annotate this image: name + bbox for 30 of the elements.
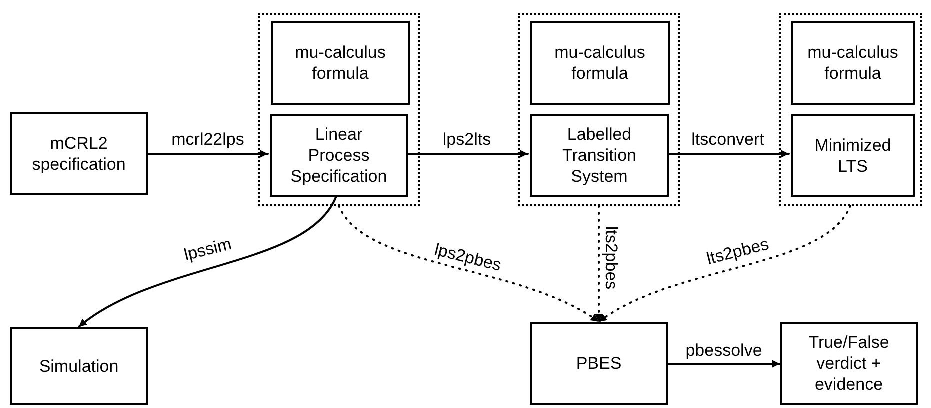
process-box: [530, 114, 669, 197]
arrow: [667, 360, 781, 368]
box-text: mu-calculus formula: [806, 42, 900, 84]
box-text: Labelled Transition System: [561, 124, 638, 187]
box-text: PBES: [575, 353, 623, 374]
box-text: Minimized LTS: [814, 134, 892, 176]
process-box: [530, 21, 670, 105]
edge-label: mcrl22lps: [170, 130, 246, 150]
box-text: True/False verdict + evidence: [808, 332, 890, 395]
process-box: [10, 327, 148, 405]
box-text: Linear Process Specification: [290, 124, 388, 187]
dotted-arrow: [595, 205, 603, 323]
process-box: [791, 21, 915, 105]
process-box: [780, 322, 918, 405]
dotted-arrow: [598, 205, 852, 323]
process-box: [271, 21, 410, 105]
box-text: mu-calculus formula: [554, 42, 646, 84]
process-box: [530, 322, 668, 405]
box-text: Simulation: [38, 356, 120, 376]
box-text: mCRL2 specification: [31, 132, 127, 174]
dotted-group-frame: [258, 13, 420, 206]
process-box: [791, 114, 915, 197]
dotted-group-frame: [779, 13, 922, 206]
edge-label: pbessolve: [684, 341, 764, 361]
dotted-arrow: [338, 205, 600, 323]
arrow: [147, 150, 269, 158]
process-box: [270, 114, 408, 197]
dotted-group-frame: [518, 13, 680, 206]
box-text: mu-calculus formula: [294, 42, 387, 84]
process-box: [10, 112, 148, 195]
